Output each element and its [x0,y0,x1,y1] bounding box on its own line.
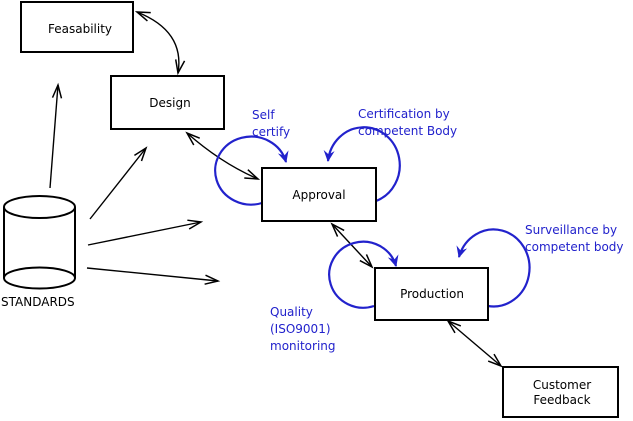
self-loop-quality-monitoring [328,240,399,309]
feasability-label: Feasability [48,22,112,36]
customer-feedback-label-line1: Customer [533,378,591,392]
node-approval: Approval [261,167,377,222]
arrow-standards-to-production [86,267,221,285]
feasability-box [20,1,134,53]
quality-line2: (ISO9001) [270,322,331,336]
arrow-standards-to-approval [87,219,204,246]
arrow-feasability-design [134,11,186,76]
self-certify-line2: certify [252,125,290,139]
customer-feedback-label-line2: Feedback [533,393,590,407]
node-design: Design [110,75,225,130]
annotation-surveillance: Surveillance by competent body [525,223,624,254]
arrow-design-approval [185,131,261,180]
annotation-quality-monitoring: Quality (ISO9001) monitoring [270,305,336,353]
self-loop-surveillance [456,228,531,308]
production-box [374,267,489,321]
arrow-standards-to-design [89,146,148,220]
design-label: Design [149,96,190,110]
surveillance-line1: Surveillance by [525,223,617,237]
arrow-standards-to-feasability [49,82,63,189]
certification-line1: Certification by [358,107,450,121]
approval-label: Approval [292,188,345,202]
arrow-production-customer-feedback [446,319,503,368]
standards-datastore: STANDARDS [1,195,76,309]
design-box [110,75,225,130]
cylinder-bottom-ellipse [3,266,76,290]
arrow-approval-production [330,222,374,269]
standards-label: STANDARDS [1,295,75,309]
self-loop-certification [323,126,401,203]
node-production: Production [374,267,489,321]
node-customer-feedback: Customer Feedback [502,366,619,418]
annotation-self-certify: Self certify [252,108,290,139]
quality-line3: monitoring [270,339,336,353]
cylinder-top-ellipse [3,195,76,219]
annotation-certification: Certification by competent Body [358,107,457,138]
self-certify-line1: Self [252,108,275,122]
node-feasability: Feasability [20,1,134,53]
customer-feedback-box [502,366,619,418]
surveillance-line2: competent body [525,240,624,254]
production-label: Production [400,287,464,301]
self-loop-self-certify [214,135,289,206]
certification-line2: competent Body [358,124,457,138]
approval-box [261,167,377,222]
quality-line1: Quality [270,305,313,319]
